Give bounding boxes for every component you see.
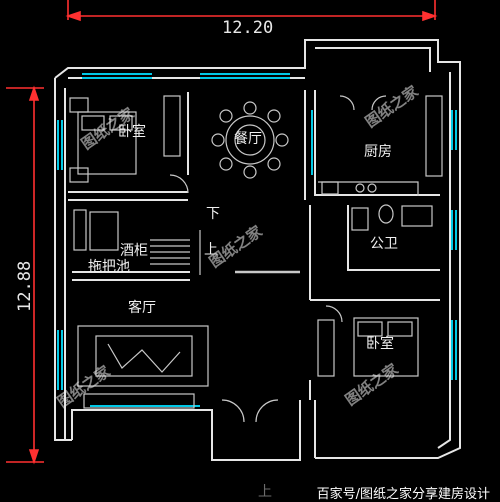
outer-wall-left <box>54 78 72 441</box>
mop-pool-unit <box>89 211 119 251</box>
dining-table <box>225 115 275 165</box>
stove-burner-1 <box>355 183 365 193</box>
door-arc-bedroom-nw <box>169 174 189 194</box>
wardrobe-nw <box>163 95 181 157</box>
watermark-5: 图纸之家 <box>342 360 401 409</box>
wardrobe-se <box>317 319 335 377</box>
pillow-se-2 <box>387 321 413 337</box>
fixtures <box>69 95 443 423</box>
pillow-nw-1 <box>81 115 105 131</box>
bed-nw <box>77 111 137 175</box>
door-arc-kitchen-1 <box>339 95 355 111</box>
toilet <box>378 204 394 224</box>
dim-arrow-right <box>422 10 438 22</box>
windows <box>57 73 457 407</box>
watermark-2: 图纸之家 <box>362 82 421 131</box>
front-porch-wall <box>71 400 301 461</box>
nightstand-nw-1 <box>69 97 89 113</box>
room-label-kitchen: 厨房 <box>364 144 392 160</box>
chair-7 <box>211 133 225 147</box>
chair-2 <box>267 109 281 123</box>
room-label-dining: 餐厅 <box>234 131 262 147</box>
pillow-nw-2 <box>109 115 133 131</box>
room-label-bedroom-nw: 卧室 <box>118 123 146 140</box>
nightstand-nw-2 <box>69 167 89 183</box>
wall-kitchen-bottom <box>314 90 440 196</box>
bathroom-sink <box>351 207 369 231</box>
footer-text: 百家号/图纸之家分享建房设计 <box>316 487 490 502</box>
dim-arrow-bottom <box>28 449 40 465</box>
door-arc-entry-right <box>255 399 279 423</box>
kitchen-sink <box>321 181 339 195</box>
room-label-bathroom: 公卫 <box>370 236 398 252</box>
stair-label-down: 下 <box>206 206 220 222</box>
bed-se <box>353 317 419 377</box>
dining-lazy-susan <box>234 124 266 156</box>
room-label-living: 客厅 <box>128 299 156 316</box>
room-label-bedroom-se: 卧室 <box>366 335 394 352</box>
wine-cabinet-unit <box>73 209 87 251</box>
chair-5 <box>243 165 257 179</box>
dimension-lines <box>6 0 438 465</box>
interior-walls <box>68 90 440 400</box>
wall-bathroom <box>347 205 440 271</box>
room-labels: 卧室 餐厅 厨房 公卫 酒柜 拖把池 客厅 卧室 下 上 上 <box>88 123 398 500</box>
chair-1 <box>243 101 257 115</box>
dim-height-label: 12.88 <box>15 261 35 312</box>
room-label-wine-cabinet: 酒柜 <box>120 243 148 259</box>
chair-6 <box>219 157 233 171</box>
coffee-table <box>95 335 193 377</box>
dim-arrow-top <box>28 85 40 101</box>
chair-3 <box>275 133 289 147</box>
door-arc-entry-left <box>221 399 245 423</box>
inner-right-wall <box>437 72 451 449</box>
stair-label-up: 上 <box>204 242 218 258</box>
kitchen-top-wall <box>315 47 431 72</box>
outer-wall-right <box>54 39 461 459</box>
shower <box>401 205 433 227</box>
kitchen-counter <box>318 181 419 196</box>
stove-burner-2 <box>367 183 377 193</box>
door-arc-kitchen-2 <box>371 95 387 111</box>
room-label-mop-pool: 拖把池 <box>88 259 130 275</box>
dim-arrow-left <box>65 10 81 22</box>
kitchen-cabinet-right <box>425 95 443 177</box>
dim-width-label: 12.20 <box>222 18 273 38</box>
chair-4 <box>267 157 281 171</box>
footer-bar: 百家号/图纸之家分享建房设计 <box>0 480 500 502</box>
stairs <box>150 230 201 275</box>
pillow-se-1 <box>357 321 383 337</box>
sofa-outline <box>77 325 209 387</box>
rug-pattern <box>107 343 181 373</box>
chair-8 <box>219 109 233 123</box>
tv-cabinet <box>83 393 195 409</box>
door-arc-bedroom-se <box>325 305 343 323</box>
